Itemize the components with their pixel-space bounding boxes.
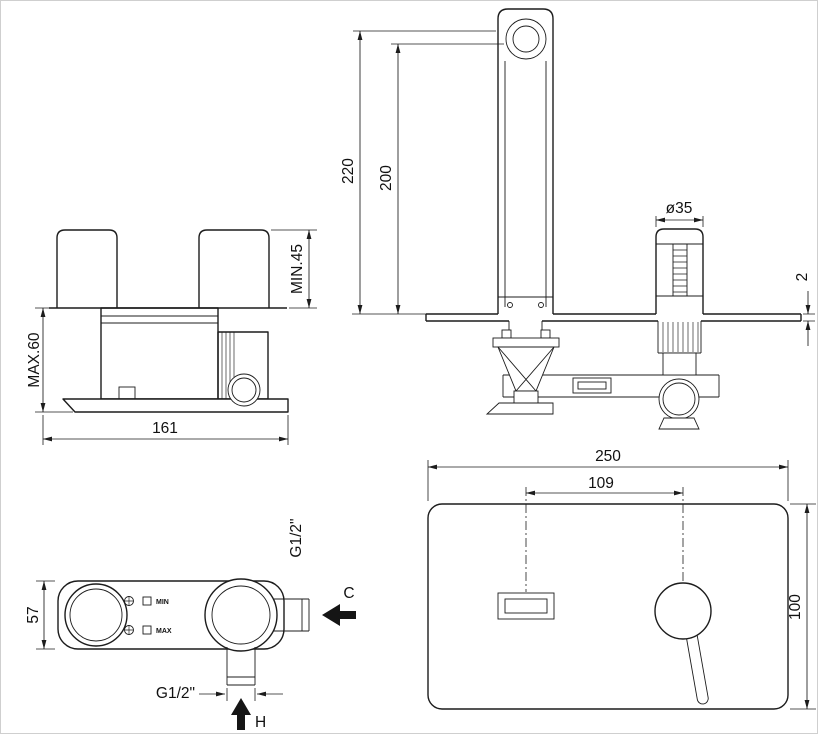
dim-100: 100 [787, 503, 816, 710]
valve-neck-hatch [662, 322, 699, 352]
view-body-side: MAX.60 MIN.45 161 [26, 229, 317, 445]
body-top-outline [57, 580, 285, 650]
rail-slot-outer [572, 377, 612, 394]
aerator-inner-circle [512, 25, 540, 53]
min-label: MIN [156, 599, 169, 606]
rail-slot-inner [577, 381, 607, 390]
inlet-circle-outer [64, 583, 128, 647]
mounting-rail [502, 374, 720, 398]
dim-max60-label: MAX.60 [26, 332, 43, 388]
flange-bolt-left [501, 329, 512, 339]
base-plate-side [62, 398, 289, 413]
cartridge-boss-inner [231, 377, 257, 403]
dim-2-label: 2 [794, 273, 811, 282]
concealed-assembly [485, 321, 720, 430]
view-elevation: ø35 220 200 2 [340, 8, 815, 430]
cartridge-boss-outer [227, 373, 261, 407]
handle-outline [655, 228, 704, 314]
inlet-circle-inner [69, 588, 123, 642]
body-right-box-ribs [221, 332, 235, 399]
body-block-lines [101, 315, 218, 324]
dim-200: 200 [378, 43, 504, 315]
spout-screw-right [538, 302, 544, 308]
cartridge-circle-outer [204, 578, 278, 652]
spout-screw-left [507, 302, 513, 308]
dim-min45: MIN.45 [271, 229, 317, 309]
hot-label: H [255, 714, 266, 731]
dim-min45-label: MIN.45 [289, 244, 306, 294]
valve-body [657, 321, 702, 430]
dim-dia35-label: ø35 [666, 200, 693, 217]
dim-109-label: 109 [588, 475, 614, 492]
dim-200-label: 200 [378, 165, 395, 191]
aerator-outer-circle [505, 18, 547, 60]
center-lines [525, 487, 684, 592]
body-connector [118, 386, 136, 400]
spout-funnel [497, 346, 555, 392]
left-cap-outline [56, 229, 118, 308]
spout [497, 8, 554, 314]
spout-base-neck [513, 390, 539, 404]
dim-161-label: 161 [152, 420, 178, 437]
handle-side [655, 228, 704, 314]
dim-250: 250 [427, 448, 789, 501]
dim-220: 220 [340, 30, 496, 315]
handle-lines [656, 243, 703, 297]
spout-outlet-outer [497, 592, 555, 620]
bottom-inlet-stub [226, 647, 256, 686]
protection-caps [56, 229, 270, 308]
view-body-top: MIN MAX G1/2" G1/2" 57 C H [25, 518, 356, 731]
hot-inlet-marker: H [231, 698, 266, 731]
handle-knurl-lines [673, 249, 687, 293]
spout-base-foot [485, 402, 554, 415]
dim-250-label: 250 [595, 448, 621, 465]
dim-100-label: 100 [787, 594, 804, 620]
valve-housing [662, 352, 697, 376]
bolt-top [142, 596, 152, 606]
body-block-outline [100, 307, 219, 400]
valve-foot [658, 417, 700, 430]
minmax-adjusters: MIN MAX [124, 596, 172, 635]
dim-2: 2 [794, 273, 815, 346]
wall-plate-side [425, 313, 802, 322]
dim-109: 109 [525, 475, 684, 496]
spout-funnel-brace [497, 346, 555, 392]
spout-flange [492, 337, 560, 348]
dim-57: 57 [25, 580, 55, 650]
plate-outline [427, 503, 789, 710]
cartridge-circle-inner [211, 585, 271, 645]
side-inlet-stub [273, 598, 310, 632]
spout-inner-lines [498, 61, 553, 307]
handle-knurl-box [672, 243, 688, 297]
dim-161: 161 [42, 415, 289, 445]
thread-side-label: G1/2" [288, 518, 305, 557]
valve-circle-outer [658, 378, 700, 420]
flange-bolt-right [540, 329, 551, 339]
spout-outline [497, 8, 554, 314]
dim-g12-bottom: G1/2" [156, 685, 283, 702]
valve-neck [657, 321, 702, 354]
valve-circle-inner [662, 382, 696, 416]
cold-label: C [343, 585, 354, 602]
spout-outlet-inner [504, 598, 548, 614]
max-label: MAX [156, 628, 172, 635]
cold-arrow-icon [322, 604, 356, 626]
dim-57-label: 57 [25, 606, 42, 623]
hot-arrow-icon [231, 698, 251, 730]
handle-rosette [654, 582, 712, 640]
cold-inlet-marker: C [322, 585, 356, 626]
bolt-bottom [142, 625, 152, 635]
view-plate-front: 250 109 100 [427, 448, 816, 710]
right-cap-outline [198, 229, 270, 308]
thread-bottom-label: G1/2" [156, 685, 195, 702]
dim-220-label: 220 [340, 158, 357, 184]
spout-pipe [508, 321, 543, 338]
dim-dia35: ø35 [655, 200, 704, 227]
dim-max60: MAX.60 [26, 307, 97, 413]
handle-lever [686, 631, 709, 705]
